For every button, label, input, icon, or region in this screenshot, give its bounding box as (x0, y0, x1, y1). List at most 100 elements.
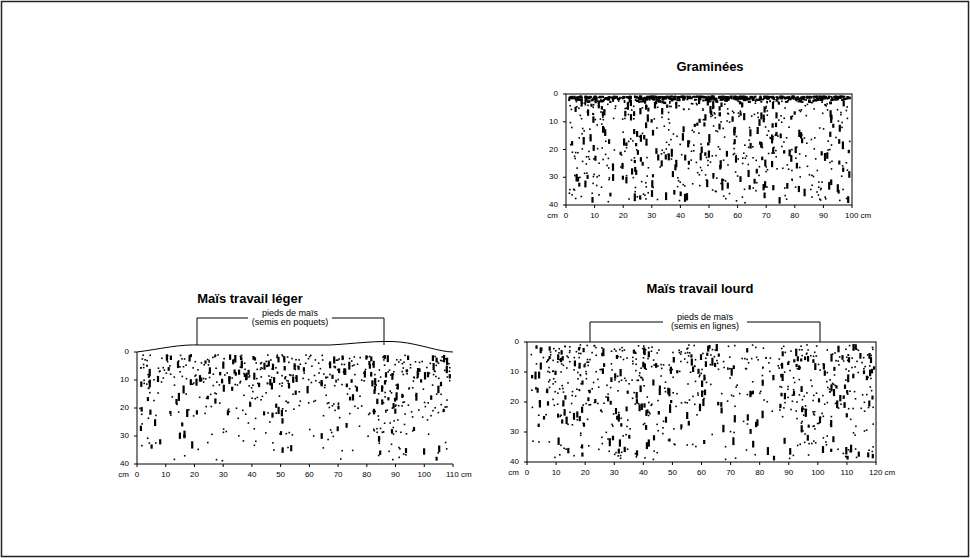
root-impact (421, 361, 423, 363)
root-impact (308, 402, 310, 404)
root-impact (419, 362, 421, 364)
root-impact (570, 122, 572, 124)
root-impact (785, 101, 788, 103)
root-impact (343, 368, 345, 374)
root-impact (661, 108, 663, 114)
root-impact (866, 394, 868, 396)
root-impact (813, 176, 815, 178)
root-impact (288, 383, 290, 389)
root-impact (648, 351, 650, 357)
root-impact (622, 131, 624, 133)
root-impact (223, 385, 225, 392)
root-impact (738, 116, 740, 118)
root-impact (157, 376, 159, 382)
root-impact (677, 96, 679, 99)
root-impact (765, 96, 768, 98)
root-impact (760, 112, 762, 119)
root-impact (241, 358, 243, 360)
root-impact (618, 449, 620, 454)
root-impact (625, 177, 627, 184)
root-impact (244, 362, 246, 364)
root-impact (813, 356, 815, 358)
root-impact (780, 393, 782, 397)
root-impact (575, 152, 577, 154)
root-impact (229, 354, 231, 359)
root-impact (586, 163, 588, 165)
root-impact (822, 99, 824, 101)
root-impact (581, 407, 583, 413)
root-impact (579, 177, 581, 179)
root-impact (571, 194, 573, 196)
root-impact (213, 373, 215, 375)
root-impact (622, 118, 624, 120)
root-impact (653, 450, 655, 452)
root-impact (149, 442, 151, 444)
root-impact (418, 368, 420, 372)
root-impact (777, 135, 779, 137)
root-impact (725, 446, 727, 448)
root-impact (300, 400, 302, 402)
root-impact (831, 144, 833, 146)
root-impact (183, 435, 185, 439)
root-impact (587, 111, 589, 113)
root-impact (587, 365, 589, 367)
root-impact (351, 360, 353, 362)
root-impact (746, 348, 748, 352)
root-impact (147, 397, 149, 401)
root-impact (693, 345, 695, 347)
root-impact (378, 437, 380, 442)
root-impact (633, 177, 635, 179)
root-impact (549, 441, 551, 443)
root-impact (694, 99, 696, 101)
root-impact (585, 104, 587, 106)
root-impact (764, 106, 766, 112)
root-impact (703, 398, 705, 400)
root-impact (829, 132, 831, 137)
root-impact (727, 367, 729, 369)
root-impact (754, 114, 756, 116)
root-impact (300, 363, 302, 365)
root-impact (395, 404, 397, 406)
root-impact (142, 358, 144, 360)
root-impact (795, 99, 797, 101)
root-impact (727, 113, 729, 115)
root-impact (706, 98, 709, 100)
root-impact (628, 198, 630, 200)
root-impact (404, 401, 406, 403)
root-impact (596, 176, 598, 178)
root-impact (621, 154, 623, 156)
root-impact (389, 369, 391, 371)
root-impact (703, 122, 705, 126)
root-impact (772, 123, 774, 128)
root-impact (327, 439, 329, 441)
root-impact (162, 367, 164, 369)
root-impact (847, 196, 849, 203)
root-impact (398, 361, 400, 363)
root-impact (594, 96, 597, 99)
root-impact (639, 108, 641, 114)
root-impact (222, 362, 224, 369)
root-impact (765, 126, 767, 128)
root-impact (808, 101, 811, 103)
root-impact (565, 346, 567, 348)
root-impact (208, 364, 210, 366)
root-impact (310, 355, 312, 357)
root-impact (742, 157, 744, 159)
root-impact (378, 455, 380, 457)
root-impact (353, 364, 355, 366)
root-impact (825, 104, 827, 106)
root-impact (374, 378, 376, 385)
root-impact (561, 350, 563, 355)
root-impact (723, 195, 725, 197)
root-impact (589, 158, 591, 160)
root-impact (775, 99, 777, 102)
root-impact (783, 152, 785, 154)
root-impact (234, 384, 236, 386)
root-impact (612, 99, 614, 102)
root-impact (557, 414, 559, 418)
root-impact (804, 189, 806, 197)
root-impact (720, 121, 722, 123)
root-impact (772, 185, 774, 190)
root-impact (830, 420, 832, 427)
root-impact (638, 345, 640, 347)
